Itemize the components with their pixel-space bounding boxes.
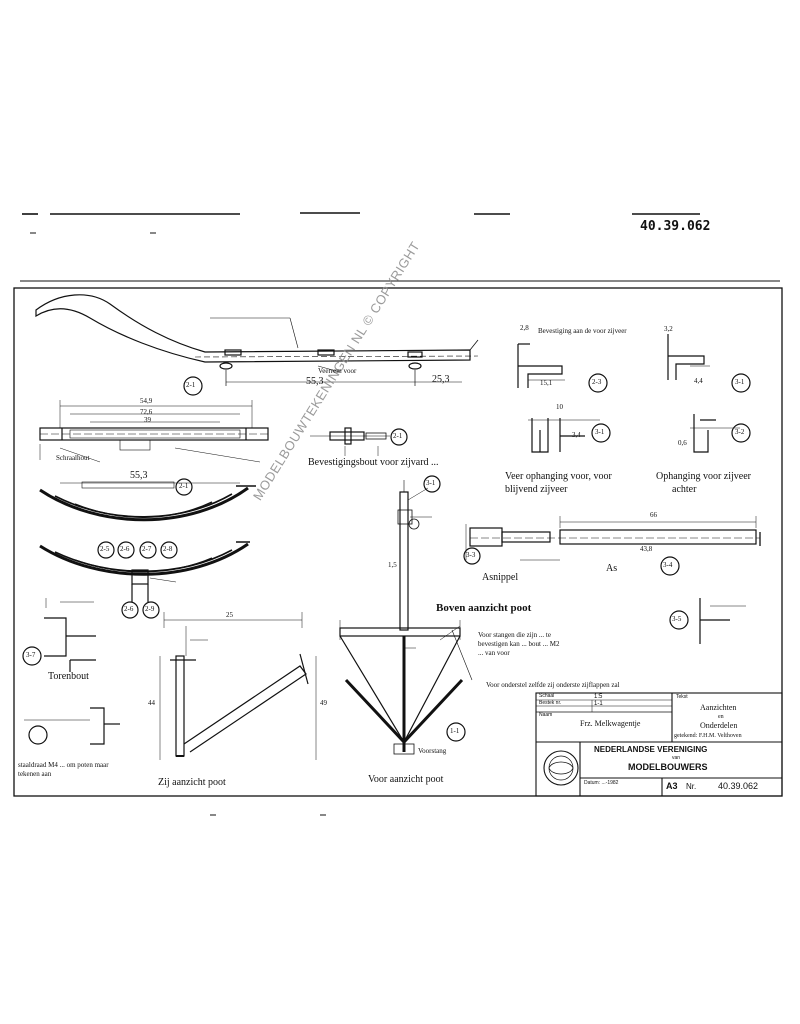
dim-0-6: 0,6 [678,439,687,447]
circle-label: 2-8 [163,545,173,553]
note-bottom-left-2: tekenen aan [18,770,52,778]
circle-label: 2-1 [186,381,196,389]
circle-label: 2-1 [393,432,403,440]
bracket-details [517,334,751,453]
scan-marks [20,212,780,816]
tb-datum: Datum: ...-1982 [584,780,619,786]
circle-label: 3-5 [672,615,682,623]
circle-label: 2-1 [179,482,189,490]
circle-label: 2-6 [120,545,130,553]
tb-format: A3 [666,781,678,791]
title-block [535,692,783,797]
dim-39: 39 [144,416,151,424]
tb-tekst-1: Aanzichten [700,703,737,712]
dim-1-5: 1,5 [388,561,397,569]
circle-label: 2-7 [142,545,152,553]
label-schraalhout: Schraalhout [56,454,90,462]
label-ophanging-achter-2: achter [672,484,697,495]
circle-label: 3-7 [26,651,36,659]
dim-44: 44 [148,699,155,707]
tb-vereniging-1: NEDERLANDSE VERENIGING [594,745,708,754]
circle-label: 2-6 [124,605,134,613]
dim-49: 49 [320,699,327,707]
label-voorstang: Voorstang [418,747,447,755]
dim-2-8: 2,8 [520,324,529,332]
circle-label: 3-4 [663,561,673,569]
dim-55-3: 55,3 [306,376,324,387]
dim-4-4: 4,4 [694,377,703,385]
dim-3-2: 3,2 [664,325,673,333]
circle-label: 2-5 [100,545,110,553]
dim-3-4: 3,4 [572,431,581,439]
circle-label: 2-3 [592,378,602,386]
tb-naam-label: Naam [539,712,553,718]
tb-tekst-2: en [718,714,724,720]
dim-55-3b: 55,3 [130,470,148,481]
spring-top-view [39,400,269,463]
note-voor-mid-3: ... van voor [478,649,510,657]
note-bottom-left: staaldraad M4 ... om poten maar [18,761,109,769]
leaf-springs [39,478,256,619]
label-ophanging-achter: Ophanging voor zijveer [656,471,751,482]
circle-label: 1-1 [450,727,460,735]
tb-nr-value: 40.39.062 [718,781,759,791]
drawing-number-handwritten: 40.39.062 [640,219,711,234]
label-asnippel: Asnippel [482,572,519,583]
tb-naam-value: Frz. Melkwagentje [580,719,641,728]
tb-bestek-value: 1-1 [594,701,603,707]
label-zij-aanzicht: Zij aanzicht poot [158,777,226,788]
dim-43-8: 43,8 [640,545,653,553]
leg-front-top-view [339,475,473,755]
note-voor-mid: Voor stangen die zijn ... te [478,631,551,639]
tb-schaal-label: Schaal [539,693,555,699]
dim-10: 10 [556,403,563,411]
circle-label: 3-1 [595,428,605,436]
tb-getekend: getekend: F.H.M. Velthoven [674,733,742,739]
label-as: As [606,563,618,574]
circle-label: 3-2 [735,428,745,436]
label-ophanging-voor-2: blijvend zijveer [505,484,568,495]
label-voor-aanzicht: Voor aanzicht poot [368,774,444,785]
label-boven-aanzicht: Boven aanzicht poot [436,602,532,614]
sheet-frame [13,287,783,797]
circle-label: 3-1 [735,378,745,386]
bolt-detail [310,427,408,456]
circle-label: 3-3 [466,551,476,559]
curved-beam-part [35,294,479,396]
tb-nr-label: Nr. [686,782,697,791]
label-ophanging-voor: Veer ophanging voor, voor [505,471,612,482]
dim-25-3: 25,3 [432,374,450,385]
small-part-left [24,707,120,745]
label-bevestiging-zijveer: Bevestiging aan de voor zijveer [538,327,627,335]
axle-detail [463,516,761,576]
label-verrem-voor: Veerrem voor [318,367,357,375]
label-bevestigingsbout: Bevestigingsbout voor zijvard ... [308,457,439,468]
tb-schaal-value: 1:5 [594,694,603,700]
circle-label: 2-9 [145,605,155,613]
circle-label: 3-1 [426,479,436,487]
tb-bestek-label: Bestek nr. [539,700,562,706]
note-voor-mid-2: bevestigen kan ... bout ... M2 [478,640,560,648]
tower-bolt [22,598,96,672]
leg-side-view [159,612,317,760]
note-voor-onder: Voor onderstel zelfde zij onderste zijfl… [486,681,620,689]
tb-vereniging-van: van [672,755,681,761]
small-bracket [669,598,746,644]
tb-vereniging-2: MODELBOUWERS [628,762,708,772]
dim-66: 66 [650,511,657,519]
dim-25: 25 [226,611,233,619]
dim-15-1: 15,1 [540,379,553,387]
tb-tekst-3: Onderdelen [700,721,738,730]
dim-72-6: 72,6 [140,408,153,416]
dim-54-9: 54,9 [140,397,153,405]
label-torenbout: Torenbout [48,671,89,682]
tb-tekst-label: Tekst [676,694,688,700]
